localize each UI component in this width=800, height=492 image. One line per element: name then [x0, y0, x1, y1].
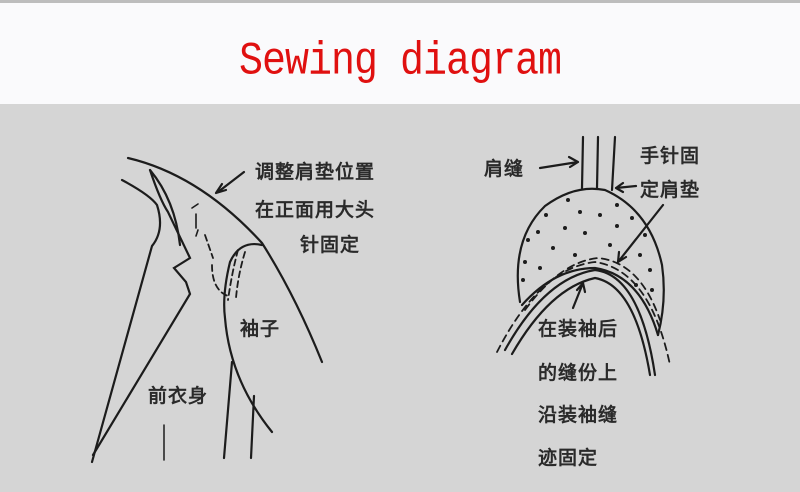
- attach-label-line4: 迹固定: [538, 447, 599, 469]
- dashed-stitch-outer: [496, 261, 671, 366]
- sleeve-label: 袖子: [240, 318, 281, 340]
- jacket-shoulder-figure: [90, 156, 324, 464]
- body-line-2: [249, 394, 256, 460]
- adjust-pad-label-line2: 在正面用大头: [255, 199, 376, 221]
- hand-stitch-arrow: [614, 181, 638, 194]
- pad-inner-edge: [520, 266, 660, 337]
- front-body-label: 前衣身: [148, 385, 209, 407]
- top-border: [0, 0, 800, 3]
- shoulder-seam-lines: [580, 135, 617, 192]
- attach-label-line3: 沿装袖缝: [538, 404, 619, 426]
- pad-outline: [516, 187, 665, 337]
- collar-line: [90, 178, 162, 464]
- diagram-panel: [0, 104, 800, 492]
- sleeve-cap-line-1: [503, 268, 657, 377]
- adjust-pad-label-line3: 针固定: [300, 234, 361, 256]
- shoulder-pad-figure: [496, 135, 671, 377]
- pad-dots: [521, 198, 654, 292]
- lapel-outline: [91, 168, 192, 457]
- page-title: Sewing diagram: [238, 36, 562, 89]
- shoulder-seam-arrow: [538, 155, 580, 170]
- neck-line: [148, 168, 182, 247]
- pad-pointer-arrow: [616, 203, 665, 264]
- adjust-arrow: [216, 170, 246, 194]
- seam-pointer-arrow: [571, 281, 587, 310]
- pin-marks: [191, 203, 199, 237]
- sleeve-cap-line-2: [510, 276, 652, 377]
- attach-label-line2: 的缝份上: [538, 362, 619, 384]
- hand-stitch-label-line1: 手针固: [640, 145, 701, 167]
- armhole-curve: [223, 243, 274, 434]
- adjust-arrowhead: [214, 182, 228, 195]
- hand-stitch-label-line2: 定肩垫: [640, 179, 701, 201]
- adjust-pad-label-line1: 调整肩垫位置: [255, 161, 376, 183]
- shoulder-seam-label: 肩缝: [484, 158, 525, 180]
- shoulder-outline: [126, 156, 324, 364]
- body-line-1: [222, 360, 234, 460]
- attach-label-line1: 在装袖后: [538, 318, 619, 340]
- stitch-dashes: [204, 234, 246, 301]
